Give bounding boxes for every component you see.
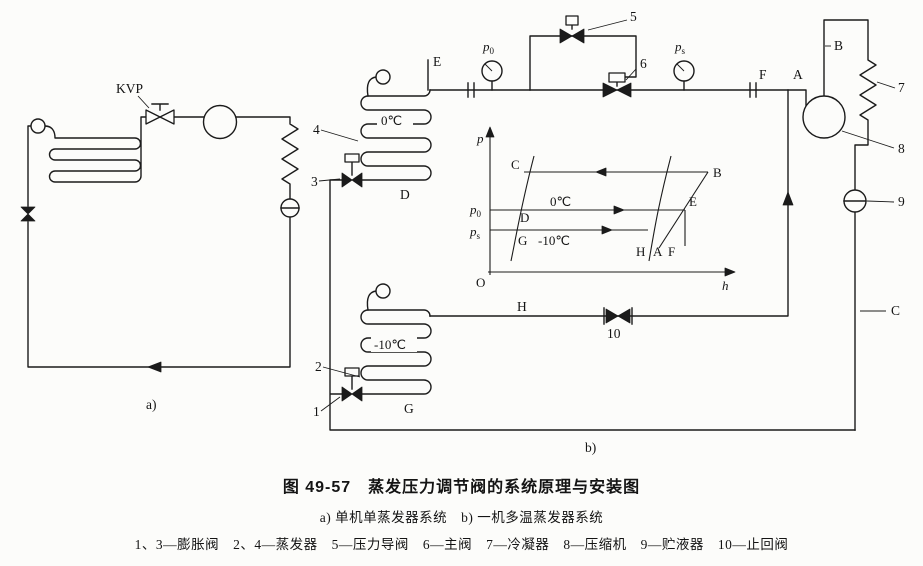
coil-header-fitting <box>375 69 391 85</box>
point-H: H <box>517 299 527 314</box>
kvp-label: KVP <box>116 81 143 96</box>
discharge-condenser-pipe <box>823 19 877 431</box>
kvp-leader-line <box>137 95 150 109</box>
pipe-top-a <box>173 116 299 200</box>
ps-label: ps <box>469 224 481 241</box>
ps-arrow <box>601 225 613 235</box>
figure-title: 图 49-57 蒸发压力调节阀的系统原理与安装图 <box>282 479 641 496</box>
gauge-needle <box>484 63 493 72</box>
part-number-8: 8 <box>898 141 905 156</box>
pressure-gauge-ps <box>673 60 695 91</box>
system-a-label: a) <box>146 397 157 412</box>
part-number-4: 4 <box>313 122 320 137</box>
flow-arrow-up <box>782 191 794 206</box>
point-D: D <box>400 187 410 202</box>
chart-point-E: E <box>689 194 697 209</box>
point-A: A <box>793 67 803 82</box>
h-line-pipe <box>429 89 789 317</box>
point-G: G <box>404 401 414 416</box>
chart-temp-high: 0℃ <box>550 194 571 209</box>
chart-point-F: F <box>668 244 675 259</box>
chart-temp-low: -10℃ <box>538 233 570 248</box>
gauge-label-ps: ps <box>674 39 686 56</box>
part-number-1: 1 <box>313 404 320 419</box>
system-b: 0℃ -10℃ <box>311 9 905 455</box>
system-a: KVP a) <box>20 81 300 412</box>
pilot-bypass-pipe <box>529 35 637 91</box>
leader-7 <box>876 81 896 89</box>
axis-label-h: h <box>722 278 729 293</box>
part-number-9: 9 <box>898 194 905 209</box>
figure-diagram: KVP a) 0℃ <box>20 9 905 455</box>
part-number-2: 2 <box>315 359 322 374</box>
saturated-liquid-curve <box>510 155 535 262</box>
figure-subtitle: a) 单机单蒸发器系统 b) 一机多温蒸发器系统 <box>319 510 604 525</box>
part-number-7: 7 <box>898 80 905 95</box>
part-number-3: 3 <box>311 174 318 189</box>
liquid-line-pipe <box>329 179 856 431</box>
figure-caption: 图 49-57 蒸发压力调节阀的系统原理与安装图 a) 单机单蒸发器系统 b) … <box>0 473 923 553</box>
leader-9 <box>866 200 895 203</box>
gauge-needle <box>676 63 685 72</box>
leader-5 <box>587 19 628 31</box>
main-valve-6 <box>602 72 632 98</box>
chart-point-A: A <box>653 244 663 259</box>
gauge-label-p0: p0 <box>482 39 495 56</box>
evaporator-coil-a <box>44 116 147 183</box>
point-C: C <box>891 303 900 318</box>
leader-6 <box>625 68 637 81</box>
part-number-5: 5 <box>630 9 637 24</box>
chart-point-B: B <box>713 165 722 180</box>
pilot-valve-5 <box>559 15 585 44</box>
chart-point-D: D <box>520 210 529 225</box>
point-F: F <box>759 67 767 82</box>
axis-label-p: p <box>476 131 484 146</box>
part-number-10: 10 <box>607 326 621 341</box>
p0-label: p0 <box>469 202 482 219</box>
expansion-valve-a <box>20 206 36 222</box>
pipe-loop-fitting <box>30 118 46 134</box>
coil-header-fitting <box>375 283 391 299</box>
flange-right <box>749 82 757 98</box>
receiver-a <box>280 198 300 218</box>
flow-arrow <box>147 361 162 373</box>
expansion-valve-3 <box>341 153 363 188</box>
flange-left <box>467 82 475 98</box>
kvp-valve <box>137 95 175 125</box>
p0-arrow <box>613 205 625 215</box>
ph-diagram: p h O p0 ps C B D E G H A F 0℃ -10℃ <box>469 126 736 293</box>
part-number-6: 6 <box>640 56 647 71</box>
suction-main-pipe <box>429 89 807 107</box>
point-B: B <box>834 38 843 53</box>
saturated-vapor-curve <box>648 155 672 262</box>
chart-point-H: H <box>636 244 645 259</box>
h-axis-arrow <box>724 267 736 277</box>
chart-point-C: C <box>511 157 520 172</box>
origin-label: O <box>476 275 485 290</box>
evaporator-coil-2: -10℃ <box>360 283 432 395</box>
chart-point-G: G <box>518 233 527 248</box>
leader-4 <box>320 129 359 142</box>
system-b-label: b) <box>585 440 596 455</box>
leader-8 <box>841 130 895 149</box>
leader-1 <box>320 396 341 412</box>
receiver-9 <box>843 189 867 213</box>
figure-parts-legend: 1、3—膨胀阀 2、4—蒸发器 5—压力导阀 6—主阀 7—冷凝器 8—压缩机 … <box>134 537 789 552</box>
p-axis-arrow <box>485 126 495 138</box>
check-valve-10 <box>603 307 633 325</box>
expansion-valve-1 <box>341 367 363 402</box>
coil-top-temp: 0℃ <box>381 113 402 128</box>
compressor-8 <box>802 95 846 139</box>
condensing-arrow <box>595 167 607 177</box>
evaporator-coil-4: 0℃ <box>360 69 432 181</box>
leader-2 <box>322 366 361 378</box>
leader-3 <box>318 178 341 182</box>
pipe-loop-a <box>27 125 291 368</box>
coil-bottom-temp: -10℃ <box>374 337 406 352</box>
pressure-gauge-p0 <box>481 60 503 91</box>
point-E: E <box>433 54 441 69</box>
compressor-a <box>202 104 238 140</box>
